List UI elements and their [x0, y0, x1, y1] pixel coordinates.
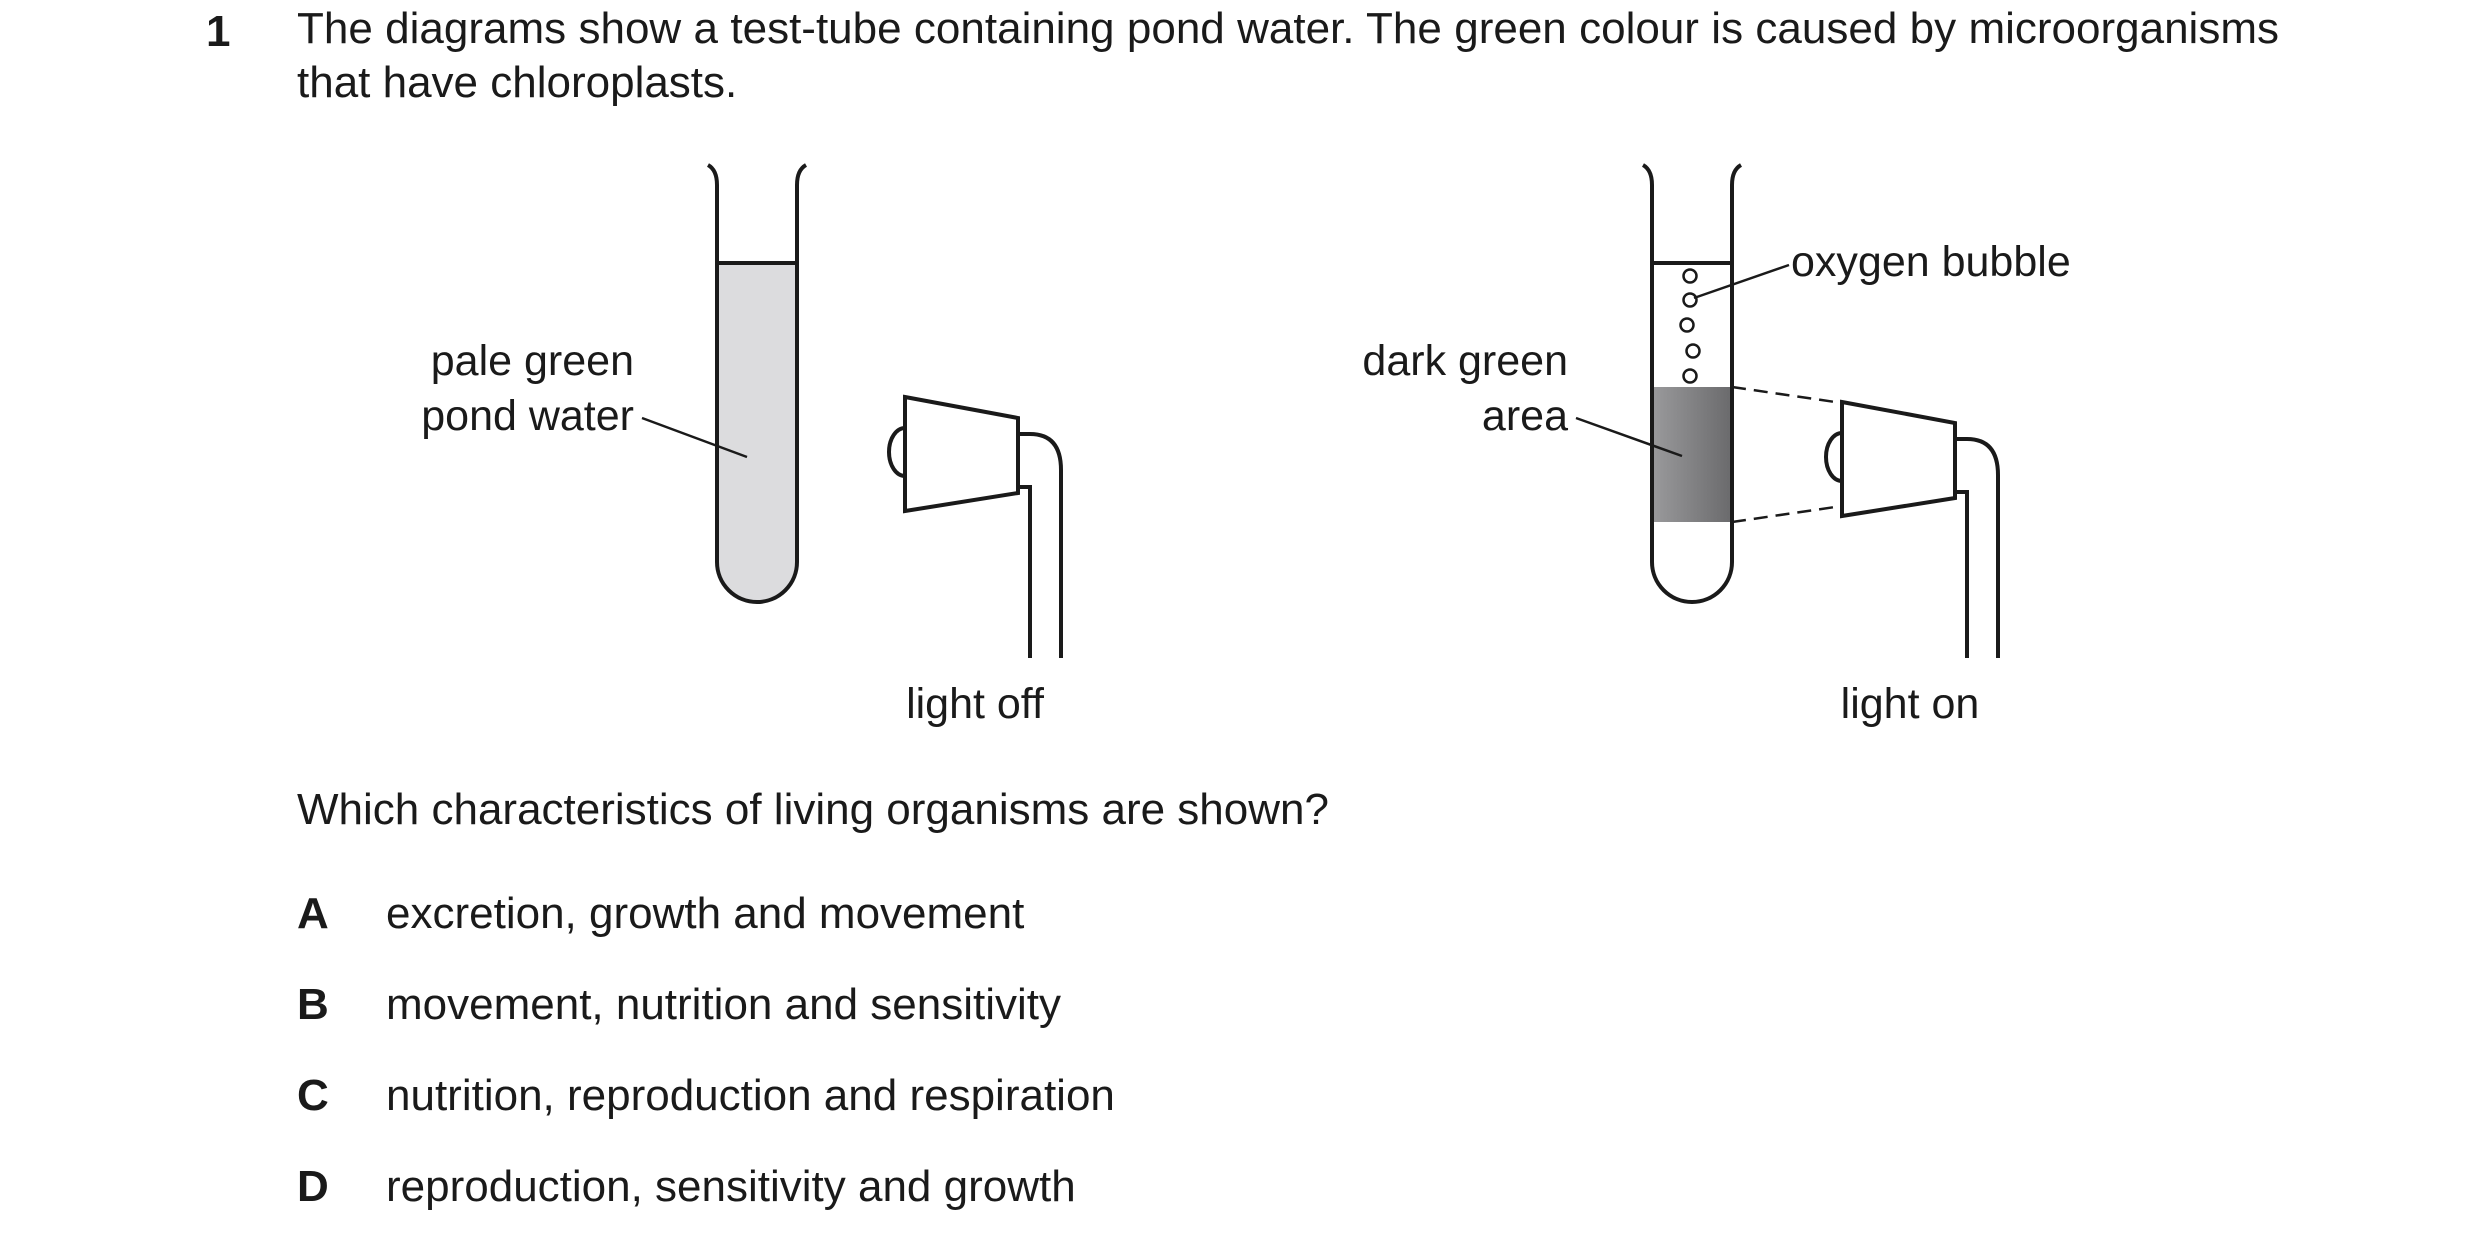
option-letter: C [297, 1071, 329, 1120]
option-text: reproduction, sensitivity and growth [386, 1162, 1076, 1211]
oxygen-bubbles [1679, 268, 1701, 384]
question-stem: The diagrams show a test-tube containing… [297, 4, 2279, 107]
option-text: movement, nutrition and sensitivity [386, 980, 1061, 1029]
label-dark-green: dark green [1362, 337, 1568, 385]
option-text: excretion, growth and movement [386, 889, 1025, 938]
tube-outline-left [706, 163, 808, 604]
label-pale-green: pale green [431, 337, 634, 385]
lamp-on [1824, 399, 2000, 658]
question-number: 1 [206, 7, 231, 56]
pointer-line-dark-area [1575, 416, 1683, 458]
option-text: nutrition, reproduction and respiration [386, 1071, 1115, 1120]
label-area: area [1482, 392, 1568, 440]
left-test-tube [706, 163, 808, 604]
caption-light-on: light on [1841, 680, 1980, 728]
tube-outline-right [1641, 163, 1743, 604]
label-oxygen-bubble: oxygen bubble [1791, 238, 2071, 286]
lamp-stand-left [1018, 432, 1063, 658]
option-letter: D [297, 1162, 329, 1211]
lamp-shade-left [903, 394, 1020, 514]
pale-green-water [717, 263, 797, 602]
lamp-off [887, 394, 1063, 658]
option-letter: B [297, 980, 329, 1029]
option-letter: A [297, 889, 329, 938]
light-beam-lines [1731, 385, 1843, 524]
pointer-line-pond-water [641, 416, 748, 459]
lamp-bulb-right [1824, 431, 1843, 483]
right-test-tube [1641, 163, 1743, 604]
lamp-shade-right [1840, 399, 1957, 519]
lamp-stand-right [1955, 437, 2000, 658]
label-pond-water: pond water [421, 392, 634, 440]
pointer-line-oxygen-bubble [1693, 263, 1790, 300]
lamp-bulb-left [887, 426, 906, 478]
experiment-diagram: pale green pond water light off oxygen b… [421, 163, 2071, 728]
dark-green-area [1652, 387, 1732, 522]
question-prompt: Which characteristics of living organism… [297, 785, 1329, 834]
caption-light-off: light off [906, 680, 1045, 728]
